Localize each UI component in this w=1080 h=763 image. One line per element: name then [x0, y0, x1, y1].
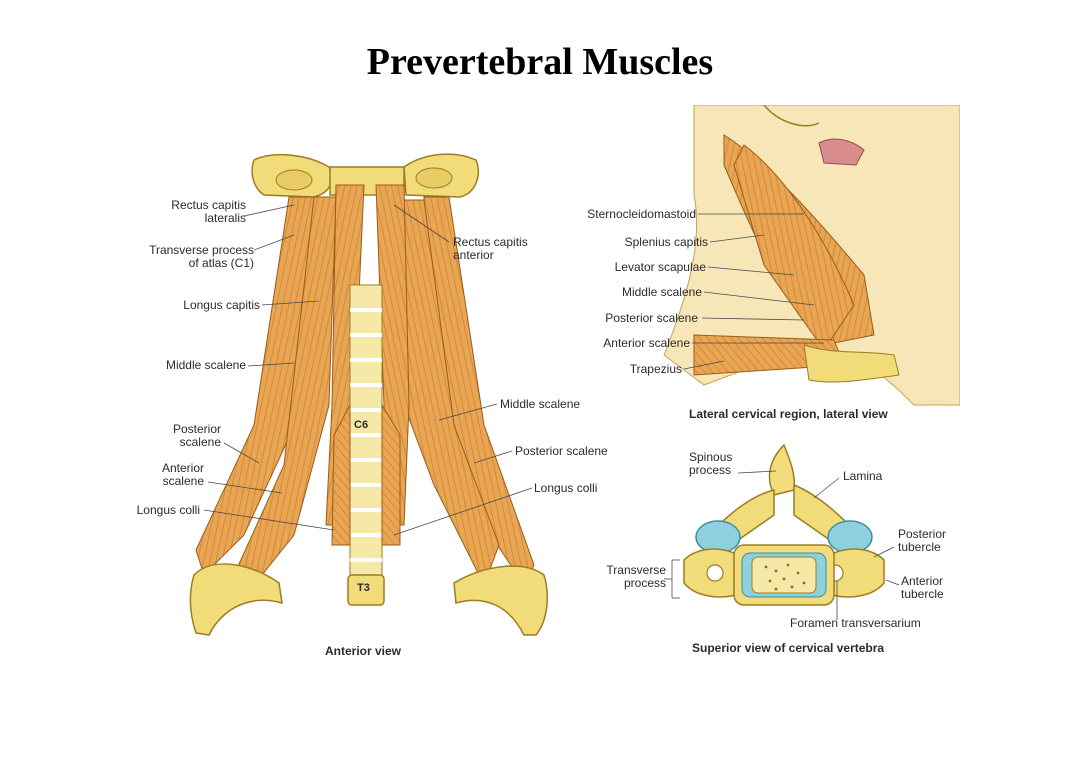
- superior-leader-lines: [664, 470, 900, 620]
- label-longus-capitis: Longus capitis: [183, 298, 260, 312]
- label-posterior-scalene-right: Posterior scalene: [515, 444, 608, 458]
- anterior-view-drawing: [189, 153, 549, 636]
- label-line: Posterior: [898, 527, 947, 541]
- label-anterior-scalene-left: Anterior scalene: [162, 462, 204, 488]
- label-line: Anterior: [901, 574, 944, 588]
- label-line: scalene: [162, 474, 204, 488]
- label-posterior-scalene-left: Posterior scalene: [173, 423, 221, 449]
- label-middle-scalene-left: Middle scalene: [165, 358, 246, 372]
- label-line: Transverse process: [149, 243, 254, 257]
- label-posterior-scalene-lateral: Posterior scalene: [605, 311, 698, 325]
- label-line: Spinous: [689, 450, 733, 464]
- label-line: tubercle: [898, 540, 941, 554]
- caption-lateral-view: Lateral cervical region, lateral view: [689, 407, 888, 421]
- label-line: lateralis: [204, 211, 246, 225]
- label-anterior-tubercle: Anterior tubercle: [901, 575, 944, 601]
- anatomy-illustration: [189, 105, 960, 636]
- label-anterior-scalene-lateral: Anterior scalene: [603, 336, 690, 350]
- lateral-view-drawing: [663, 105, 960, 406]
- label-splenius-capitis: Splenius capitis: [624, 235, 708, 249]
- anterior-leader-lines: [203, 204, 533, 536]
- label-sternocleidomastoid: Sternocleidomastoid: [587, 207, 696, 221]
- label-rectus-capitis-lateralis: Rectus capitis lateralis: [171, 199, 246, 225]
- label-vertebra-t3: T3: [357, 582, 370, 594]
- page-title: Prevertebral Muscles: [366, 41, 714, 83]
- label-middle-scalene-lateral: Middle scalene: [621, 285, 702, 299]
- vertebra-superior-view-drawing: [683, 443, 885, 606]
- label-middle-scalene-right: Middle scalene: [500, 397, 581, 411]
- label-posterior-tubercle: Posterior tubercle: [898, 528, 946, 554]
- label-trapezius: Trapezius: [629, 362, 682, 376]
- lateral-leader-lines: [683, 213, 824, 370]
- label-line: process: [689, 463, 732, 477]
- caption-superior-view: Superior view of cervical vertebra: [692, 641, 885, 655]
- label-foramen-transversarium: Foramen transversarium: [790, 616, 921, 630]
- label-line: process: [623, 576, 666, 590]
- label-transverse-process: Transverse process: [606, 564, 666, 590]
- label-line: Transverse: [606, 563, 666, 577]
- caption-anterior-view: Anterior view: [325, 644, 402, 658]
- label-line: of atlas (C1): [188, 256, 254, 270]
- label-line: Rectus capitis: [453, 235, 528, 249]
- label-line: Rectus capitis: [171, 198, 246, 212]
- label-vertebra-c6: C6: [354, 419, 369, 431]
- label-lamina: Lamina: [843, 469, 883, 483]
- label-rectus-capitis-anterior: Rectus capitis anterior: [453, 236, 528, 262]
- label-transverse-process-atlas: Transverse process of atlas (C1): [149, 244, 254, 270]
- label-line: tubercle: [901, 587, 944, 601]
- illustration-panel: Rectus capitis lateralis Transverse proc…: [104, 105, 960, 660]
- label-spinous-process: Spinous process: [689, 451, 732, 477]
- label-line: anterior: [453, 248, 494, 262]
- label-longus-colli-left: Longus colli: [136, 503, 200, 517]
- label-line: Posterior: [172, 422, 221, 436]
- label-longus-colli-right: Longus colli: [534, 481, 598, 495]
- label-line: Anterior: [161, 461, 204, 475]
- label-levator-scapulae: Levator scapulae: [614, 260, 706, 274]
- label-line: scalene: [179, 435, 221, 449]
